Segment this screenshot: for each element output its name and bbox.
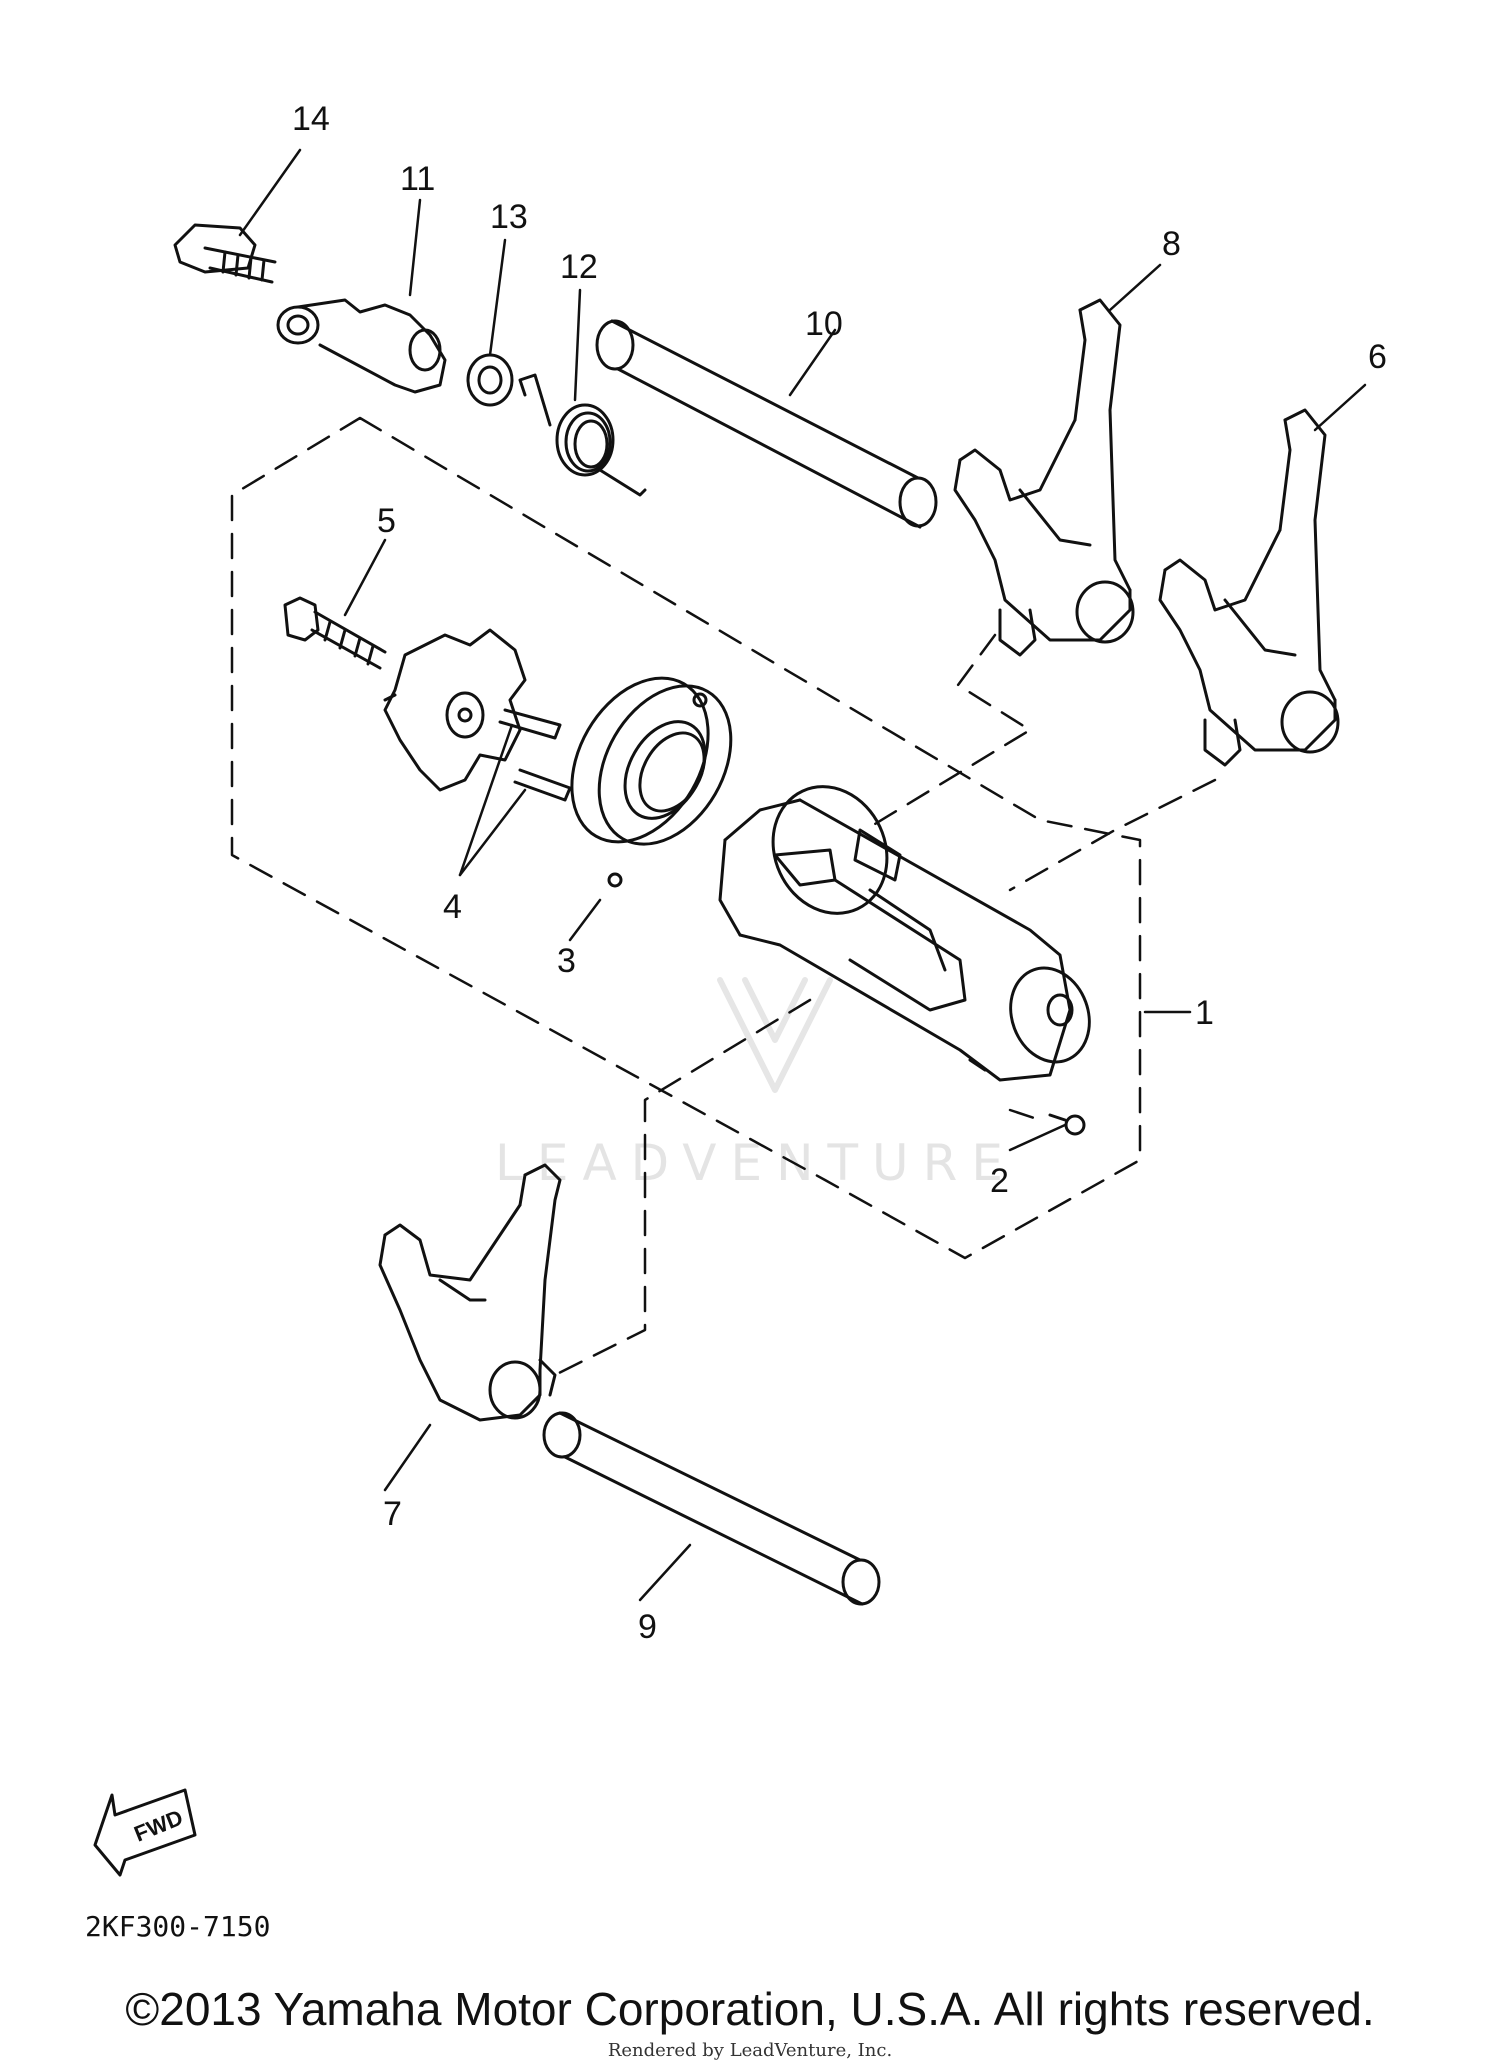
- callout-2: 2: [990, 1162, 1009, 1200]
- screw-5: [283, 596, 387, 670]
- rendered-by-credit: Rendered by LeadVenture, Inc.: [607, 2040, 893, 2061]
- callout-3: 3: [557, 942, 576, 980]
- callout-6: 6: [1368, 338, 1387, 376]
- copyright-notice: ©2013 Yamaha Motor Corporation, U.S.A. A…: [125, 1983, 1375, 2035]
- screw-2: [1048, 1113, 1086, 1136]
- shift-fork-6: [1158, 408, 1340, 767]
- shift-fork-8: [953, 298, 1135, 657]
- callout-8: 8: [1162, 225, 1181, 263]
- washer-13: [466, 353, 514, 407]
- segment-cam: [383, 628, 527, 792]
- watermark-text: LEADVENTURE: [495, 1134, 1017, 1192]
- leadventure-watermark: [717, 977, 833, 1093]
- flange-bolt-14: [173, 223, 277, 284]
- callout-4: 4: [443, 888, 462, 926]
- stopper-lever-11: [276, 298, 447, 394]
- fork-shaft-10: [595, 319, 938, 529]
- shift-fork-7: [378, 1163, 562, 1422]
- torsion-spring-12: [518, 373, 647, 497]
- callout-12: 12: [560, 248, 598, 286]
- bearing-3: [570, 676, 733, 888]
- callout-11: 11: [400, 160, 435, 198]
- fork-shaft-9: [542, 1411, 881, 1606]
- callout-10: 10: [805, 305, 843, 343]
- callout-5: 5: [377, 502, 396, 540]
- callout-leaders: [238, 148, 1367, 1602]
- callout-9: 9: [638, 1608, 657, 1646]
- callout-7: 7: [383, 1495, 402, 1533]
- callout-14: 14: [292, 100, 330, 138]
- callout-1: 1: [1195, 994, 1214, 1032]
- diagram-reference-code: 2KF300-7150: [85, 1910, 271, 1943]
- assembly-dashed-outline: [230, 416, 1142, 1260]
- callout-13: 13: [490, 198, 528, 236]
- fork-connection-lines: [553, 633, 1217, 1377]
- forward-arrow-icon: [93, 1788, 197, 1877]
- dowel-pins-4: [498, 708, 572, 802]
- shift-drum-1: [718, 785, 1091, 1082]
